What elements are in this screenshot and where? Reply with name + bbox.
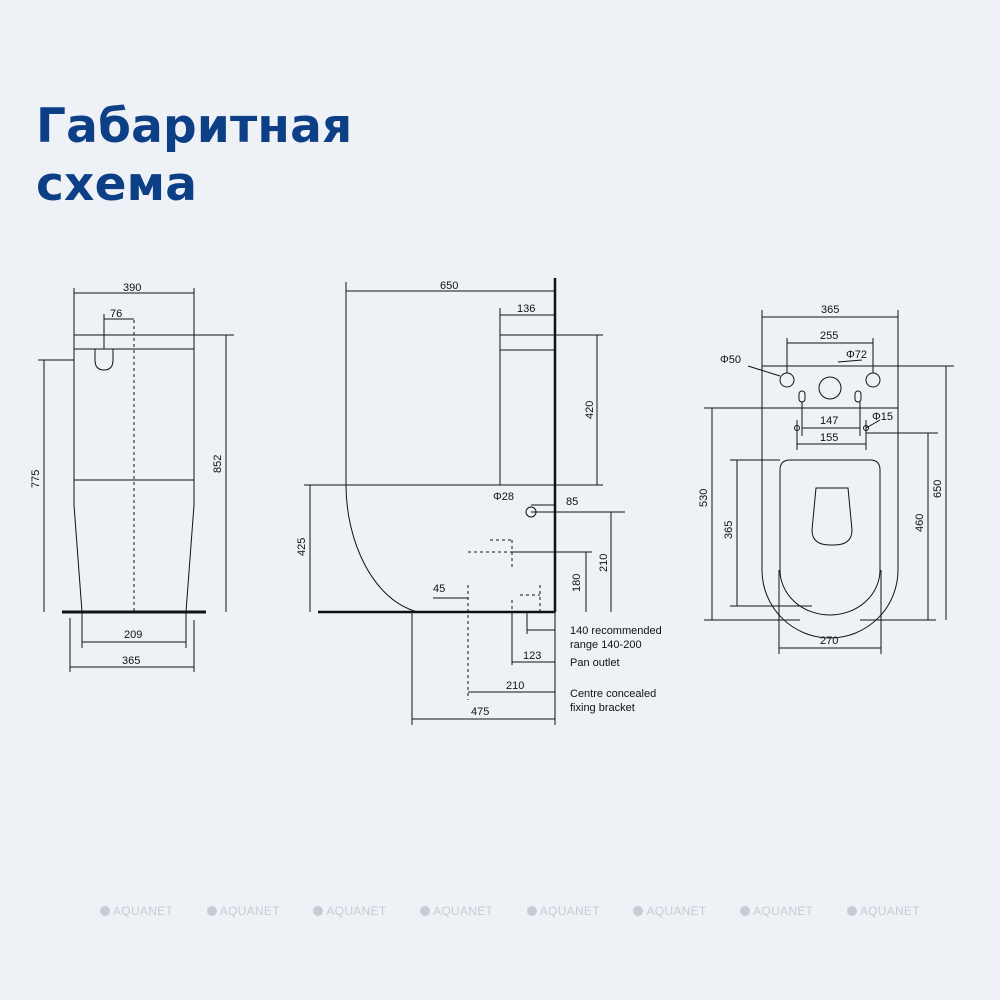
top-dim-depth-530: 530 [698, 489, 710, 507]
side-view [304, 278, 625, 725]
page-title: Габаритная схема [36, 98, 352, 214]
aquanet-logo-icon [846, 906, 857, 916]
note-fixing-line1: Centre concealed [570, 688, 656, 700]
top-dim-pin-diameter: Φ15 [872, 411, 893, 423]
top-dim-depth-460: 460 [914, 514, 926, 532]
side-dim-seat-height: 425 [296, 538, 308, 556]
top-dim-depth-650: 650 [932, 480, 944, 498]
front-dim-button-offset: 76 [110, 308, 122, 320]
side-dim-pan-outlet: 123 [523, 650, 541, 662]
note-recommended-line1: 140 recommended [570, 625, 662, 637]
top-dim-width: 365 [821, 304, 839, 316]
watermark: AQUANET [633, 904, 706, 918]
top-dim-slot-spacing: 147 [820, 415, 838, 427]
top-dim-pin-spacing: 155 [820, 432, 838, 444]
front-view [38, 288, 234, 672]
side-dim-depth: 650 [440, 280, 458, 292]
aquanet-logo-icon [740, 906, 751, 916]
watermark: AQUANET [740, 904, 813, 918]
side-dim-fixing-offset: 45 [433, 583, 445, 595]
aquanet-logo-icon [633, 906, 644, 916]
watermark: AQUANET [313, 904, 386, 918]
title-line-1: Габаритная [36, 99, 353, 154]
side-dim-outlet-height: 210 [598, 554, 610, 572]
side-dim-cistern-depth: 136 [517, 303, 535, 315]
side-dim-floor-depth: 475 [471, 706, 489, 718]
top-view [704, 310, 954, 654]
front-dim-width-top: 390 [123, 282, 141, 294]
aquanet-logo-icon [206, 906, 217, 916]
watermark: AQUANET [206, 904, 280, 918]
watermark: AQUANET [100, 904, 173, 918]
top-dim-hole-small: Φ50 [720, 354, 741, 366]
note-pan-outlet: Pan outlet [570, 657, 620, 669]
note-recommended-line2: range 140-200 [570, 639, 642, 651]
watermark: AQUANET [420, 904, 493, 918]
top-dim-seat-length: 365 [723, 521, 735, 539]
aquanet-logo-icon [420, 906, 431, 916]
side-dim-outlet-diameter: Φ28 [493, 491, 514, 503]
aquanet-logo-icon [313, 906, 324, 916]
aquanet-logo-icon [100, 906, 110, 916]
side-dim-fixing-bracket: 210 [506, 680, 524, 692]
watermark: AQUANET [526, 904, 600, 918]
aquanet-logo-icon [526, 906, 537, 916]
side-dim-cistern-height: 420 [584, 401, 596, 419]
top-dim-hole-spacing: 255 [820, 330, 838, 342]
front-dim-tank-height: 775 [30, 470, 42, 488]
watermark: AQUANET [846, 904, 920, 918]
note-fixing-line2: fixing bracket [570, 702, 635, 714]
top-dim-seat-width: 270 [820, 635, 838, 647]
side-dim-pan-outlet-height: 180 [571, 574, 583, 592]
front-dim-width-bottom: 365 [122, 655, 140, 667]
front-dim-total-height: 852 [212, 455, 224, 473]
top-dim-hole-large: Φ72 [846, 349, 867, 361]
title-line-2: схема [36, 157, 198, 212]
watermark-row: AQUANET AQUANET AQUANET AQUANET AQUANET … [100, 904, 920, 918]
front-dim-base-width: 209 [124, 629, 142, 641]
side-dim-outlet-offset: 85 [566, 496, 578, 508]
